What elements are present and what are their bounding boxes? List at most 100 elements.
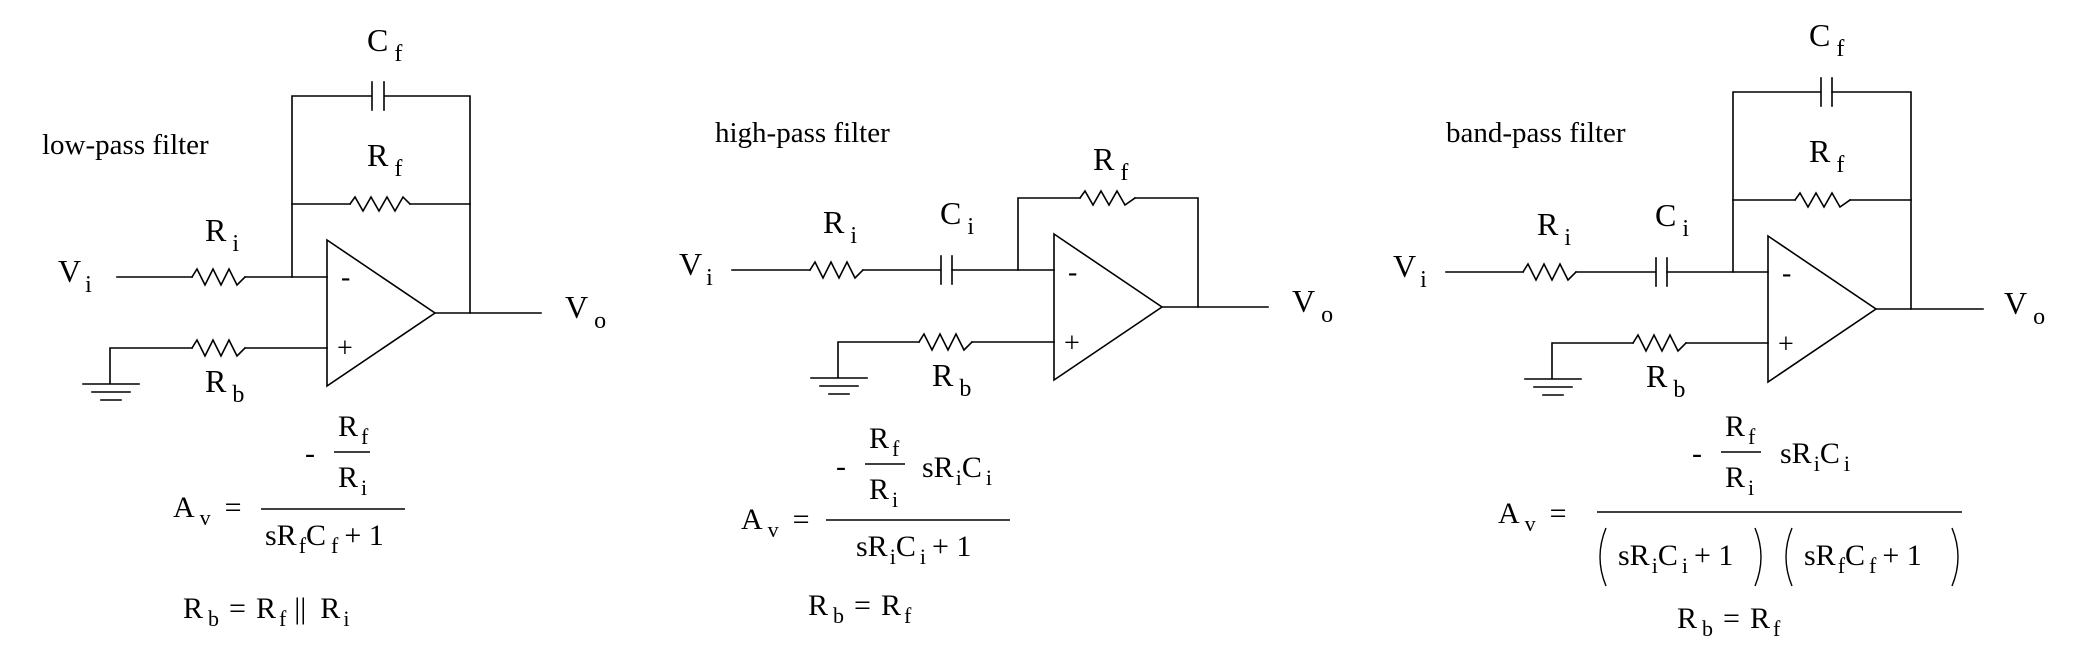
svg-text:Rb: Rb (205, 363, 244, 408)
band-pass-resistor-ri (1521, 262, 1578, 282)
svg-text:Rf: Rf (367, 137, 402, 182)
low-pass-filter-diagram: low-pass filter - + C (42, 22, 606, 631)
svg-text:Ri: Ri (205, 212, 239, 257)
high-pass-noninverting-sign: + (1064, 328, 1080, 359)
high-pass-resistor-ri (808, 260, 865, 280)
svg-text:Ci: Ci (1655, 197, 1689, 242)
high-pass-resistor-rf (1078, 189, 1137, 207)
high-pass-opamp (1053, 232, 1164, 382)
low-pass-ground-symbol (82, 383, 140, 401)
svg-text:Vo: Vo (565, 289, 606, 334)
svg-text:-: - (1692, 437, 1702, 470)
svg-text:Rf: Rf (869, 422, 900, 461)
svg-text:Vo: Vo (1292, 283, 1333, 328)
band-pass-title: band-pass filter (1446, 117, 1626, 149)
svg-text:Av=: Av= (1498, 497, 1567, 536)
band-pass-wires (1445, 91, 1984, 379)
svg-text:Cf: Cf (367, 22, 402, 67)
svg-text:Ri: Ri (1537, 206, 1571, 251)
high-pass-wires (731, 197, 1269, 378)
svg-text:Vo: Vo (2004, 285, 2045, 330)
high-pass-resistor-rb (917, 332, 974, 352)
low-pass-wires (109, 95, 542, 384)
low-pass-capacitor-cf (371, 81, 385, 111)
band-pass-resistor-rb (1631, 333, 1688, 353)
svg-text:Rb: Rb (1646, 358, 1685, 403)
svg-text:Av=: Av= (741, 503, 810, 542)
svg-text:Av=: Av= (173, 491, 242, 530)
low-pass-opamp (326, 238, 437, 388)
high-pass-ground-symbol (810, 377, 868, 395)
low-pass-resistor-rb (190, 338, 247, 358)
low-pass-inverting-sign: - (341, 262, 350, 293)
svg-text:-: - (305, 437, 315, 470)
svg-text:Vi: Vi (679, 246, 713, 291)
svg-text:Rf: Rf (1093, 141, 1128, 186)
svg-text:Rb=Rf: Rb=Rf (808, 589, 912, 628)
svg-text:Rf: Rf (1809, 133, 1844, 178)
low-pass-title: low-pass filter (42, 129, 209, 161)
svg-text:Vi: Vi (58, 253, 92, 298)
svg-text:Rf: Rf (1725, 410, 1756, 449)
svg-text:-: - (836, 450, 846, 483)
svg-text:Vi: Vi (1393, 248, 1427, 293)
svg-text:Rb: Rb (932, 357, 971, 402)
svg-text:Rb=Rf||Ri: Rb=Rf||Ri (183, 592, 349, 631)
low-pass-resistor-rf (348, 195, 412, 213)
svg-text:Ri: Ri (823, 204, 857, 249)
band-pass-noninverting-sign: + (1778, 329, 1794, 360)
band-pass-ground-symbol (1524, 378, 1582, 396)
svg-text:Ci: Ci (940, 195, 974, 240)
svg-text:Rf: Rf (338, 410, 369, 449)
band-pass-filter-diagram: band-pass filter (1393, 17, 2045, 641)
low-pass-noninverting-sign: + (337, 333, 353, 364)
low-pass-resistor-ri (190, 267, 247, 287)
svg-text:Ri: Ri (338, 461, 367, 500)
band-pass-capacitor-cf (1820, 77, 1833, 107)
high-pass-inverting-sign: - (1068, 257, 1077, 288)
svg-text:Ri: Ri (869, 473, 898, 512)
high-pass-title: high-pass filter (715, 117, 890, 149)
band-pass-capacitor-ci (1655, 257, 1668, 287)
svg-text:Rb=Rf: Rb=Rf (1677, 602, 1781, 641)
high-pass-capacitor-ci (940, 255, 953, 285)
band-pass-opamp (1767, 234, 1878, 384)
band-pass-inverting-sign: - (1782, 258, 1791, 289)
svg-text:Ri: Ri (1725, 461, 1754, 500)
svg-text:Cf: Cf (1809, 17, 1844, 62)
band-pass-resistor-rf (1793, 191, 1852, 209)
